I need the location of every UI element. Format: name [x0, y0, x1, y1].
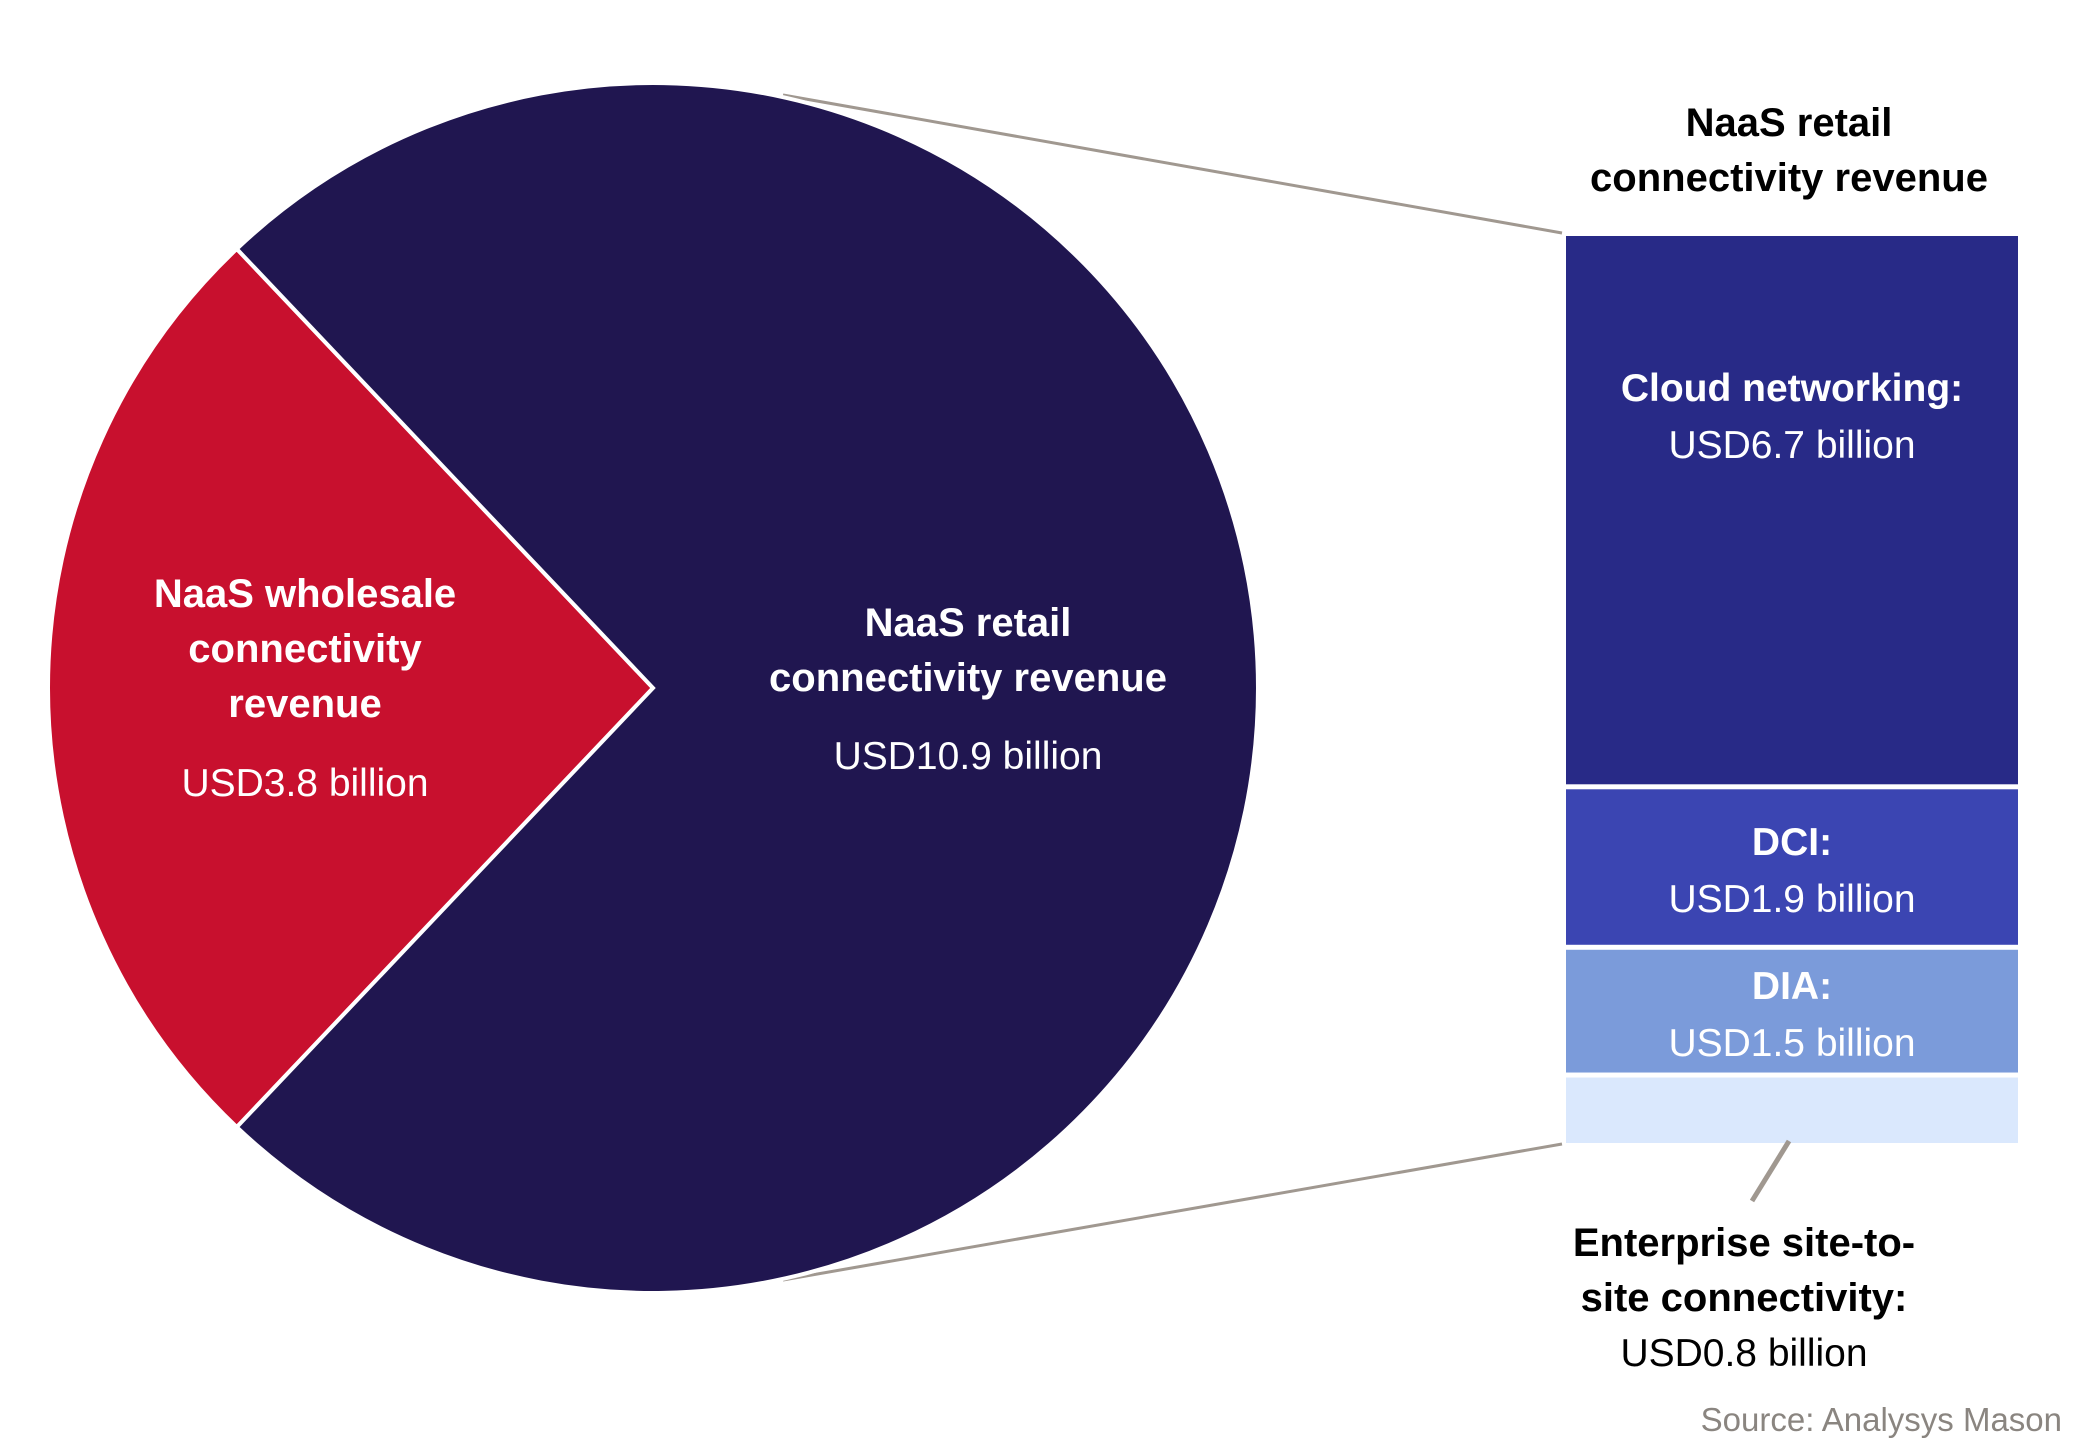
pie-slice-label-0: revenue: [228, 682, 381, 726]
connector-top: [782, 93, 1563, 235]
pie-slice-label-1: NaaS retail: [865, 601, 1072, 645]
bar-segment-2: [1566, 949, 2018, 1073]
stacked-bar: [1566, 236, 2018, 1143]
connector-lines: [782, 93, 1563, 1282]
bar-segment-label-2: DIA:: [1752, 965, 1832, 1008]
bar-segment-0: [1566, 236, 2018, 785]
pie-slice-label-1: connectivity revenue: [769, 656, 1167, 700]
connector-bottom: [782, 1142, 1563, 1282]
bar-segment-label-0: Cloud networking:: [1621, 367, 1963, 410]
pie-chart: [46, 81, 1261, 1295]
bar-segment-value-2: USD1.5 billion: [1668, 1022, 1915, 1065]
pie-slice-0: [46, 246, 656, 1130]
leader-line: [1749, 1139, 1792, 1203]
pie-slice-1: [233, 81, 1261, 1295]
pie-slice-label-0: connectivity: [188, 627, 422, 671]
bar-segment-value-1: USD1.9 billion: [1668, 878, 1915, 921]
bar-segment-value-0: USD6.7 billion: [1668, 424, 1915, 467]
bar-segment-3: [1566, 1077, 2018, 1143]
pie-labels: NaaS wholesale connectivity revenueUSD3.8 …: [154, 572, 1167, 805]
bar-segment-label-1: DCI:: [1752, 821, 1832, 864]
bar-title: connectivity revenue: [1590, 156, 1988, 200]
bar-segment-label-3: site connectivity:: [1581, 1276, 1908, 1320]
pie-slice-value-1: USD10.9 billion: [834, 735, 1103, 778]
pie-slice-value-0: USD3.8 billion: [181, 762, 428, 805]
bar-segment-1: [1566, 789, 2018, 945]
bar-segment-value-3: USD0.8 billion: [1620, 1332, 1867, 1375]
bar-segment-label-3: Enterprise site-to-: [1573, 1221, 1915, 1265]
source-note: Source: Analysys Mason: [1701, 1401, 2062, 1438]
bar-title: NaaS retail: [1686, 101, 1893, 145]
pie-slice-label-0: NaaS wholesale: [154, 572, 456, 616]
